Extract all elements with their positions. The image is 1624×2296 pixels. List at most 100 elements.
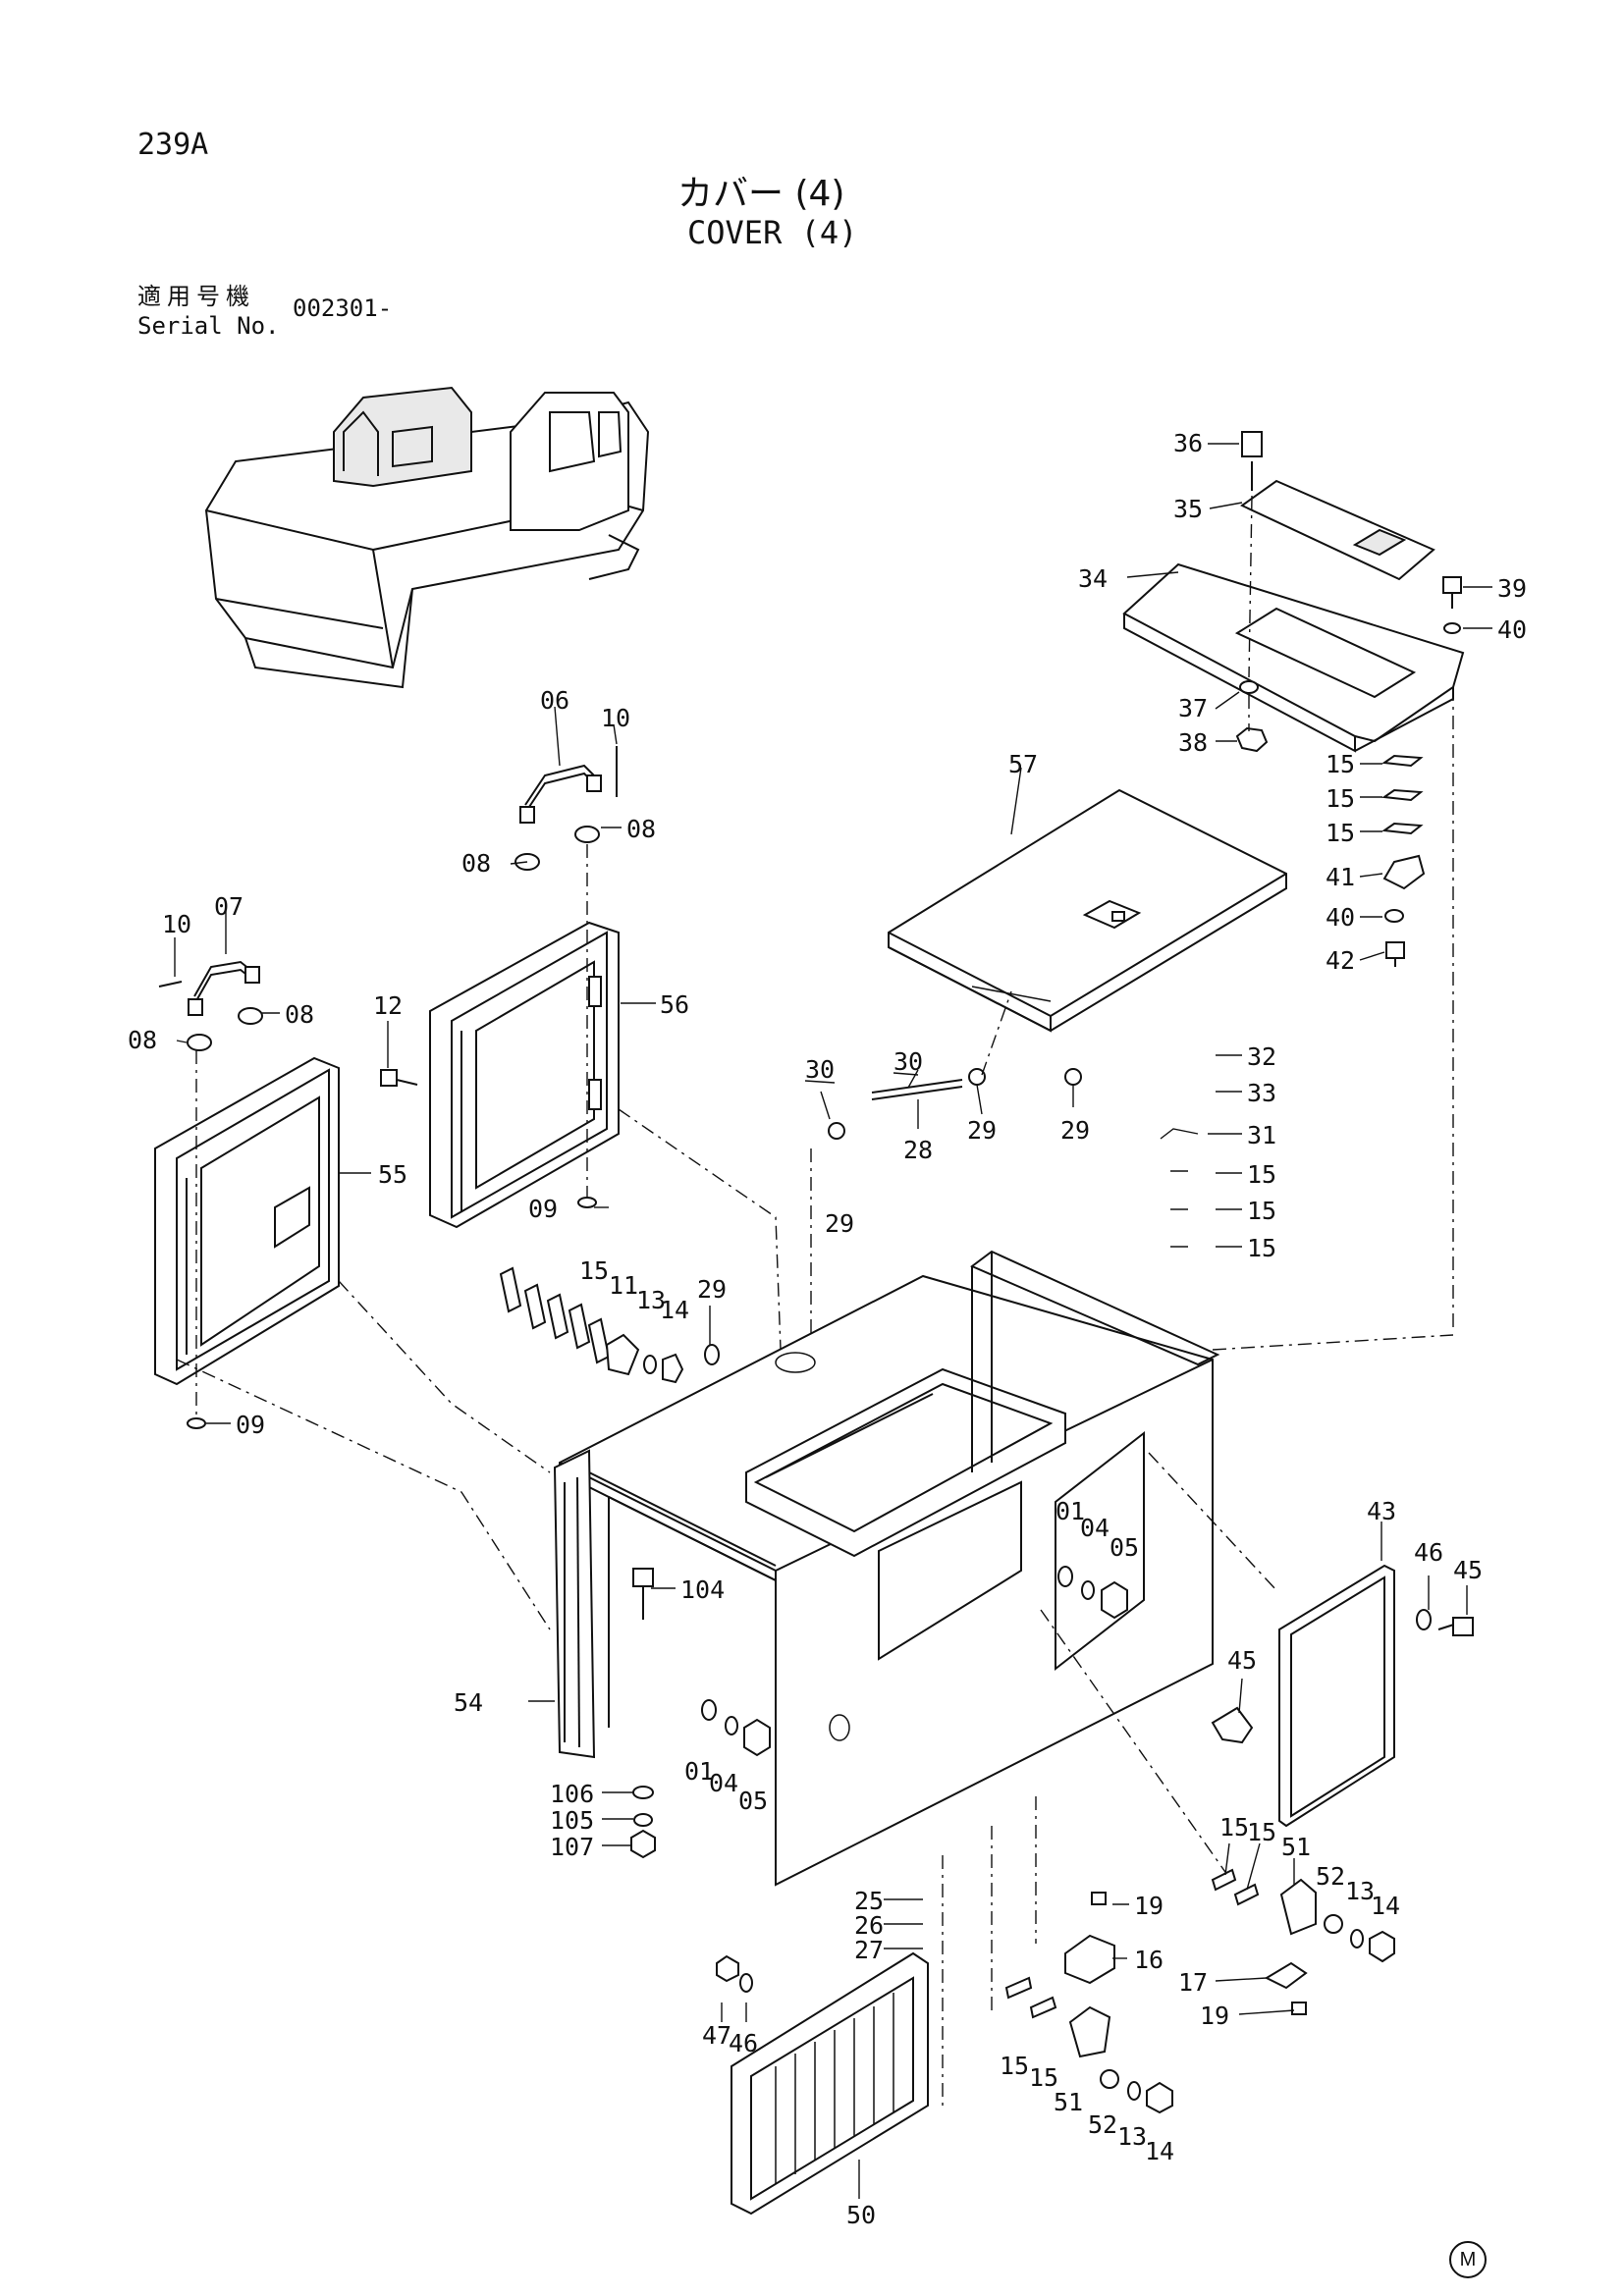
callout-label: 10 (162, 910, 191, 938)
callout-label: 15 (1326, 784, 1355, 813)
door-handles (158, 746, 618, 1429)
side-access-panel (1278, 1564, 1395, 1828)
callout-label: 04 (709, 1769, 738, 1797)
callout-label: 08 (461, 849, 491, 878)
callout-label: 56 (660, 990, 689, 1019)
callout-label: 09 (236, 1411, 265, 1439)
callout-label: 01 (1056, 1497, 1085, 1525)
main-frame-body (176, 1108, 1454, 2106)
top-cover-assembly (1122, 431, 1465, 1330)
page-title-english: COVER (4) (687, 214, 858, 251)
callout-labels: 36 35 34 39 40 37 38 15 15 15 41 40 42 0… (128, 429, 1527, 2229)
callout-label: 37 (1178, 694, 1208, 722)
callout-label: 16 (1134, 1946, 1164, 1974)
callout-label: 40 (1326, 903, 1355, 932)
callout-label: 15 (1029, 2063, 1058, 2092)
callout-label: 107 (550, 1833, 594, 1861)
callout-label: 15 (1219, 1813, 1249, 1842)
callout-label: 106 (550, 1780, 594, 1808)
machine-overview-illustration (204, 386, 650, 689)
left-door-panel (154, 1056, 340, 1386)
callout-label: 08 (128, 1026, 157, 1054)
callout-label: 27 (854, 1936, 884, 1964)
callout-label: 25 (854, 1887, 884, 1915)
callout-label: 29 (967, 1116, 997, 1145)
callout-label: 11 (609, 1271, 638, 1300)
corner-mark-symbol: M (1449, 2241, 1487, 2278)
callout-label: 07 (214, 892, 244, 921)
ventilation-grille (716, 1951, 929, 2216)
callout-label: 15 (1326, 819, 1355, 847)
large-cover-panel (888, 788, 1287, 1033)
callout-label: 36 (1173, 429, 1203, 457)
right-hinge-plates (1381, 754, 1426, 967)
callout-label: 12 (373, 991, 403, 1020)
callout-label: 104 (680, 1575, 725, 1604)
right-door-panel (429, 921, 620, 1229)
callout-label: 05 (738, 1787, 768, 1815)
callout-label: 39 (1497, 574, 1527, 603)
callout-label: 31 (1247, 1121, 1276, 1149)
callout-label: 32 (1247, 1042, 1276, 1071)
callout-label: 42 (1326, 946, 1355, 975)
callout-label: 41 (1326, 863, 1355, 891)
callout-label: 04 (1080, 1514, 1110, 1542)
callout-label: 29 (1060, 1116, 1090, 1145)
callout-label: 19 (1134, 1892, 1164, 1920)
callout-label: 51 (1054, 2088, 1083, 2116)
serial-label-english: Serial No. (137, 312, 280, 340)
callout-label: 52 (1316, 1862, 1345, 1891)
callout-label: 13 (1117, 2122, 1147, 2151)
callout-label: 51 (1281, 1833, 1311, 1861)
callout-label: 46 (1414, 1538, 1443, 1567)
page-title-japanese: カバー (4) (677, 174, 845, 214)
callout-label: 10 (601, 704, 630, 732)
callout-label: 17 (1178, 1968, 1208, 1997)
callout-label: 26 (854, 1911, 884, 1940)
callout-label: 45 (1453, 1556, 1483, 1584)
callout-label: 35 (1173, 495, 1203, 523)
callout-label: 55 (378, 1160, 407, 1189)
callout-label: 52 (1088, 2110, 1117, 2139)
callout-label: 01 (684, 1757, 714, 1786)
callout-label: 19 (1200, 2002, 1229, 2030)
callout-label: 45 (1227, 1646, 1257, 1675)
callout-label: 08 (285, 1000, 314, 1029)
callout-label: 46 (729, 2029, 758, 2057)
callout-label: 38 (1178, 728, 1208, 757)
callout-label: 15 (1247, 1234, 1276, 1262)
callout-label: 30 (893, 1047, 923, 1076)
callout-label: 09 (528, 1195, 558, 1223)
side-hardware (630, 1566, 1474, 1859)
callout-label: 57 (1008, 750, 1038, 778)
callout-label: 05 (1110, 1533, 1139, 1562)
serial-label-japanese: 適用号機 (137, 283, 255, 310)
lower-hinges (1004, 1868, 1395, 2114)
small-plates-row (499, 1266, 720, 1384)
callout-label: 15 (1247, 1160, 1276, 1189)
callout-label: 47 (702, 2021, 731, 2050)
callout-label: 30 (805, 1055, 835, 1084)
callout-label: 15 (1247, 1197, 1276, 1225)
callout-label: 34 (1078, 564, 1108, 593)
callout-label: 13 (1345, 1877, 1375, 1905)
callout-label: 40 (1497, 615, 1527, 644)
callout-leader-lines (174, 443, 1492, 2199)
callout-label: 15 (579, 1256, 609, 1285)
serial-number-value: 002301- (293, 294, 393, 322)
callout-label: 15 (1326, 750, 1355, 778)
callout-label: 06 (540, 686, 569, 715)
callout-label: 29 (825, 1209, 854, 1238)
page-number: 239A (137, 128, 209, 162)
callout-label: 08 (626, 815, 656, 843)
callout-label: 14 (1145, 2137, 1174, 2165)
callout-label: 14 (1371, 1892, 1400, 1920)
callout-label: 54 (454, 1688, 483, 1717)
callout-label: 105 (550, 1806, 594, 1835)
callout-label: 33 (1247, 1079, 1276, 1107)
callout-label: 29 (697, 1275, 727, 1304)
callout-label: 50 (846, 2201, 876, 2229)
callout-label: 28 (903, 1136, 933, 1164)
callout-label: 13 (636, 1286, 666, 1314)
